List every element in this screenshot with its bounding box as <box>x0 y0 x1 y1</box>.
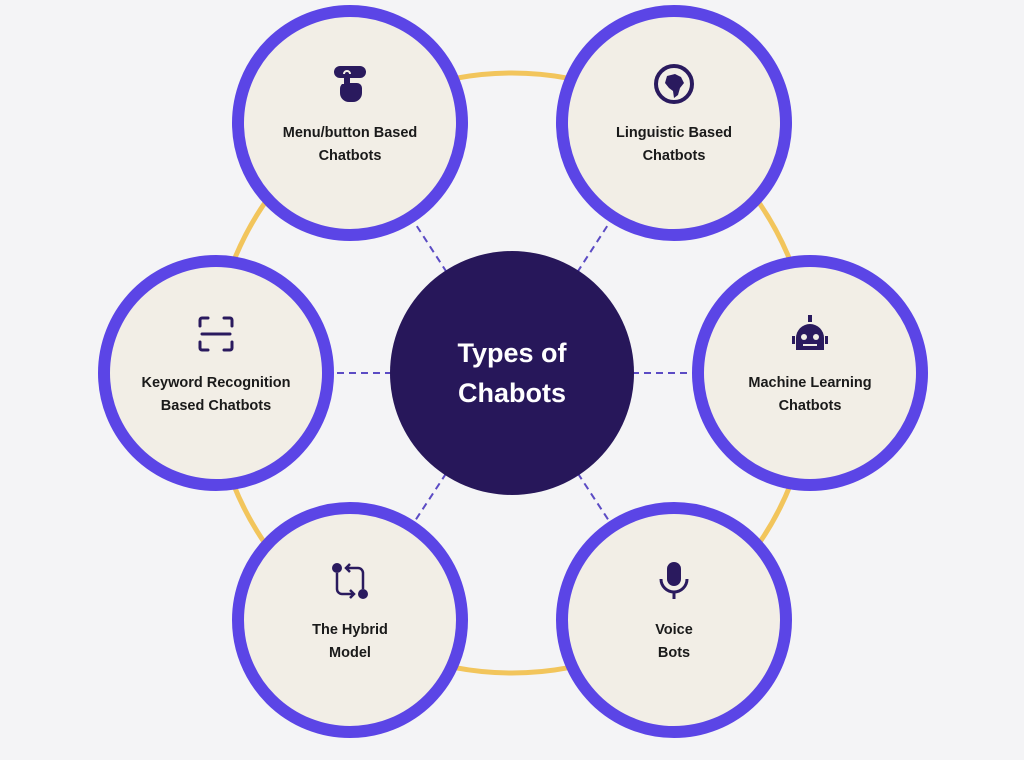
globe-icon <box>654 64 694 104</box>
scan-icon <box>198 316 234 352</box>
node-machine-learning: Machine Learning Chatbots <box>692 255 928 491</box>
node-linguistic: Linguistic Based Chatbots <box>556 5 792 241</box>
node-label: Menu/button Based Chatbots <box>282 125 418 164</box>
diagram-title: Types of Chabots <box>457 338 567 408</box>
node-label: Voice Bots <box>655 622 693 661</box>
node-voice: Voice Bots <box>556 502 792 738</box>
node-keyword: Keyword Recognition Based Chatbots <box>98 255 334 491</box>
center-hub: Types of Chabots <box>390 251 634 495</box>
microphone-icon <box>659 562 689 599</box>
git-compare-icon <box>332 563 368 599</box>
node-label: Keyword Recognition Based Chatbots <box>141 375 291 414</box>
node-label: The Hybrid Model <box>312 622 388 661</box>
node-label: Machine Learning Chatbots <box>748 375 872 414</box>
node-label: Linguistic Based Chatbots <box>615 125 733 164</box>
tap-finger-icon <box>334 66 366 102</box>
robot-icon <box>792 315 828 350</box>
node-menu-button: Menu/button Based Chatbots <box>232 5 468 241</box>
node-hybrid: The Hybrid Model <box>232 502 468 738</box>
